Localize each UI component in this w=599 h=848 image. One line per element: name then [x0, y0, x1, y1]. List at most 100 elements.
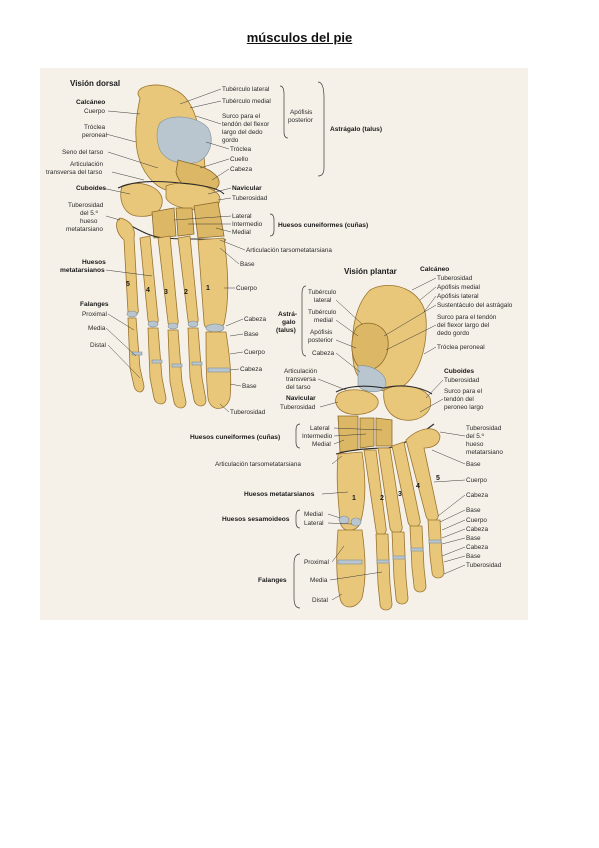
plantar-joint-p1 — [337, 559, 363, 565]
dorsal-label-navicular: Navicular — [232, 185, 262, 192]
plantar-label-tuberculo-medial-2: medial — [314, 317, 333, 324]
dorsal-label-falanges: Falanges — [80, 301, 109, 308]
plantar-label-tuberculo-medial-1: Tubérculo — [308, 309, 337, 316]
dorsal-phalanges-3 — [167, 329, 187, 409]
dorsal-metatarsal-3 — [157, 235, 179, 328]
dorsal-label-art-tarsometatarsiana: Articulación tarsometatarsiana — [246, 247, 332, 254]
plantar-label-art-transversa-1: Articulación — [284, 368, 317, 375]
anatomy-figure: 5 4 3 2 1 Visión dorsal Calcáneo Cuerpo … — [40, 68, 528, 620]
plantar-view-title: Visión plantar — [344, 267, 397, 276]
dorsal-label-base-f: Base — [244, 331, 259, 338]
plantar-label-tuberosidad: Tuberosidad — [437, 275, 473, 282]
plantar-joint-p2 — [376, 559, 390, 564]
plantar-joint-p5 — [428, 539, 442, 544]
dorsal-metatarsal-5 — [116, 217, 139, 316]
dorsal-label-tuberculo-lateral: Tubérculo lateral — [222, 86, 269, 93]
dorsal-view-title: Visión dorsal — [70, 79, 120, 88]
dorsal-label-surco-2: tendón del flexor — [222, 121, 270, 128]
plantar-label-cuboides: Cuboides — [444, 368, 474, 375]
plantar-label-surco-peroneo-2: tendón del — [444, 396, 474, 403]
plantar-label-tuberosidad-nav: Tuberosidad — [280, 404, 316, 411]
plantar-cuneiform-lateral — [375, 417, 393, 447]
dorsal-label-distal: Distal — [90, 342, 106, 349]
dorsal-label-base: Base — [240, 261, 255, 268]
plantar-cuneiform-intermediate — [359, 417, 375, 449]
dorsal-label-cuerpo: Cuerpo — [84, 108, 105, 115]
plantar-phalanges-3 — [391, 531, 409, 605]
page-title: músculos del pie — [246, 30, 353, 45]
dorsal-mt1-head — [205, 323, 225, 333]
plantar-phalanges-4 — [409, 525, 427, 593]
plantar-label-art-tarsometatarsiana: Articulación tarsometatarsiana — [215, 461, 301, 468]
plantar-transverse-tarsal-joint — [335, 385, 433, 395]
dorsal-joint-p2 — [191, 361, 203, 366]
dorsal-label-art-transversa-2: transversa del tarso — [46, 169, 103, 176]
dorsal-label-cuboides: Cuboides — [76, 185, 106, 192]
dorsal-label-proximal: Proximal — [82, 311, 107, 318]
dorsal-label-tuberosidad-5-4: metatarsiano — [66, 226, 103, 233]
plantar-label-surco-peroneo-3: peroneo largo — [444, 404, 484, 411]
plantar-number-4: 4 — [416, 483, 420, 490]
plantar-label-astragalo-1: Astrá- — [278, 311, 297, 318]
dorsal-label-apofisis-posterior-2: posterior — [288, 117, 314, 124]
dorsal-label-cabeza: Cabeza — [230, 166, 252, 173]
plantar-label-art-transversa-2: transversa — [286, 376, 316, 383]
plantar-label-cuerpo-f: Cuerpo — [466, 517, 487, 524]
plantar-joint-p4 — [410, 547, 424, 552]
dorsal-label-cuello: Cuello — [230, 156, 249, 163]
plantar-joint-p3 — [392, 555, 406, 560]
dorsal-number-3: 3 — [164, 289, 168, 296]
plantar-label-sesamoideos: Huesos sesamoideos — [222, 516, 290, 523]
plantar-sesamoid-lateral — [350, 517, 362, 527]
plantar-number-5: 5 — [436, 475, 440, 482]
plantar-label-navicular: Navicular — [286, 395, 316, 402]
plantar-label-base: Base — [466, 461, 481, 468]
plantar-label-apofisis-medial: Apófisis medial — [437, 284, 480, 291]
dorsal-label-seno-tarso: Seno del tarso — [62, 149, 104, 156]
plantar-label-cuneiformes: Huesos cuneiformes (cuñas) — [190, 434, 280, 441]
plantar-label-cabeza-f2: Cabeza — [466, 544, 488, 551]
foot-bones-illustration: 5 4 3 2 1 Visión dorsal Calcáneo Cuerpo … — [46, 79, 513, 611]
plantar-label-surco-2: del flexor largo del — [437, 322, 489, 329]
dorsal-joint-p1 — [207, 367, 231, 373]
dorsal-mt2-head — [187, 320, 199, 328]
plantar-label-lateral: Lateral — [310, 425, 330, 432]
plantar-label-falanges: Falanges — [258, 577, 287, 584]
dorsal-mt3-head — [167, 322, 179, 330]
dorsal-joint-p3 — [171, 363, 183, 368]
plantar-phalanges-5 — [427, 519, 445, 579]
dorsal-label-troclea-peroneal-2: peroneal — [82, 132, 107, 139]
dorsal-number-1: 1 — [206, 285, 210, 292]
plantar-label-tuberosidad-cub: Tuberosidad — [444, 377, 480, 384]
dorsal-metatarsal-1 — [197, 237, 229, 331]
dorsal-label-cabeza-mt: Cabeza — [244, 316, 266, 323]
dorsal-label-cabeza-f: Cabeza — [240, 366, 262, 373]
plantar-label-base-f2: Base — [466, 535, 481, 542]
dorsal-label-tuberosidad: Tuberosidad — [232, 195, 268, 202]
dorsal-cuneiform-lateral — [151, 207, 177, 239]
plantar-label-huesos-metatarsianos: Huesos metatarsianos — [244, 491, 315, 498]
plantar-navicular — [335, 389, 379, 415]
plantar-label-tuberosidad-5-1: Tuberosidad — [466, 425, 502, 432]
plantar-cuneiform-medial — [337, 415, 359, 453]
dorsal-metatarsal-2 — [177, 235, 199, 326]
dorsal-label-surco-4: gordo — [222, 137, 239, 144]
dorsal-label-tuberosidad-f: Tuberosidad — [230, 409, 266, 416]
dorsal-cuneiform-medial — [193, 201, 225, 239]
dorsal-label-art-transversa-1: Articulación — [70, 161, 103, 168]
plantar-sesamoid-medial — [338, 515, 350, 525]
plantar-label-sustentaculo: Sustentáculo del astrágalo — [437, 302, 513, 309]
dorsal-label-lateral: Lateral — [232, 213, 252, 220]
dorsal-talus-trochlea — [156, 116, 212, 164]
plantar-label-cuerpo: Cuerpo — [466, 477, 487, 484]
plantar-label-apofisis-posterior-1: Apófisis — [310, 329, 332, 336]
dorsal-label-tuberosidad-5-3: hueso — [80, 218, 98, 225]
dorsal-label-base-f2: Base — [242, 383, 257, 390]
plantar-label-art-transversa-3: del tarso — [286, 384, 311, 391]
plantar-label-apofisis-lateral: Apófisis lateral — [437, 293, 479, 300]
dorsal-transverse-tarsal-joint — [117, 181, 225, 195]
plantar-label-cabeza-f: Cabeza — [466, 526, 488, 533]
plantar-label-media: Media — [310, 577, 328, 584]
dorsal-mt4-head — [147, 320, 159, 328]
dorsal-label-apofisis-posterior-1: Apófisis — [290, 109, 312, 116]
